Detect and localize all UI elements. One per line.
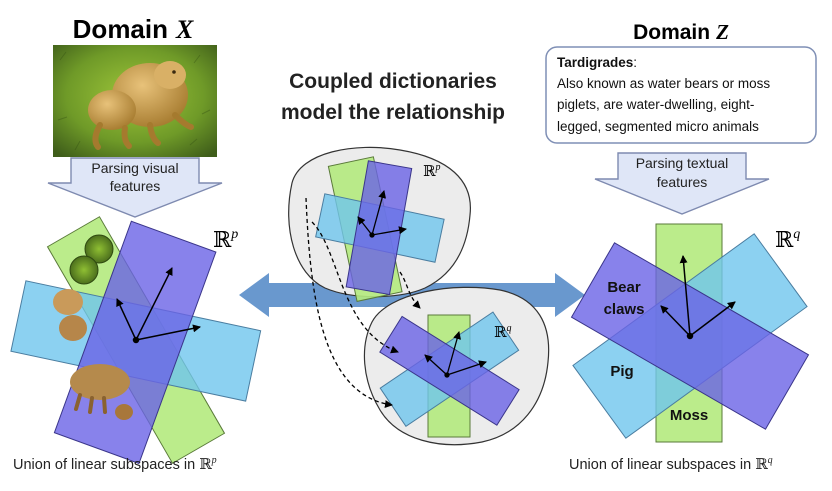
tardigrade-claws-inset	[70, 364, 133, 420]
top-blob: ℝp	[288, 146, 471, 302]
parsing-textual-line2: features	[657, 174, 708, 190]
right-subspace-union: Bear claws Pig Moss ℝq	[570, 223, 810, 443]
parsing-textual-arrow: Parsing textual features	[594, 152, 770, 215]
center-title-line1: Coupled dictionaries	[289, 70, 497, 93]
parsing-visual-line1: Parsing visual	[91, 160, 178, 176]
tardigrade-head-inset	[53, 289, 87, 341]
left-caption: Union of linear subspaces in ℝp	[13, 455, 217, 473]
plane-label-claws: claws	[604, 301, 645, 318]
right-caption: Union of linear subspaces in ℝq	[569, 455, 773, 473]
left-axes	[116, 267, 201, 344]
tardigrade-photo	[53, 45, 217, 157]
text-box-line3: legged, segmented micro animals	[557, 119, 759, 134]
center-panel: Coupled dictionaries model the relations…	[239, 70, 585, 446]
parsing-visual-arrow: Parsing visual features	[47, 157, 223, 218]
right-axes	[660, 255, 736, 340]
right-space-label: ℝq	[775, 227, 800, 252]
plane-label-moss: Moss	[670, 407, 708, 424]
parsing-visual-line2: features	[110, 178, 161, 194]
text-box-title: Tardigrades:	[557, 55, 637, 70]
center-title-line2: model the relationship	[281, 101, 505, 124]
moss-circles-inset	[69, 234, 114, 285]
bottom-blob: ℝq	[363, 286, 550, 446]
text-box-line1: Also known as water bears or moss	[557, 76, 770, 91]
bottom-blob-label: ℝq	[494, 323, 511, 341]
left-space-label: ℝp	[213, 227, 238, 252]
text-box-line2: piglets, are water-dwelling, eight-	[557, 97, 754, 112]
left-subspace-union: ℝp	[10, 216, 262, 465]
dashed-mapping-arrows	[305, 197, 421, 408]
parsing-textual-line1: Parsing textual	[636, 155, 729, 171]
plane-label-pig: Pig	[610, 363, 633, 380]
plane-label-bear: Bear	[607, 279, 641, 296]
top-blob-label: ℝp	[423, 162, 440, 180]
tardigrade-text-box: Tardigrades: Also known as water bears o…	[545, 46, 817, 144]
